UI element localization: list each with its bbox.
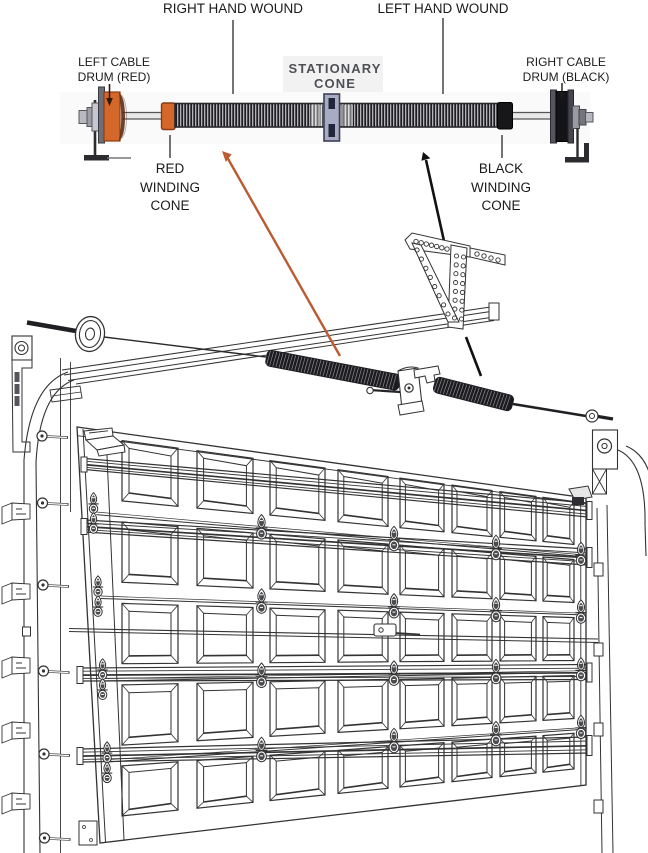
svg-text:RIGHT CABLE: RIGHT CABLE bbox=[526, 55, 606, 69]
svg-text:RED: RED bbox=[156, 161, 185, 176]
svg-text:CONE: CONE bbox=[150, 198, 189, 213]
svg-text:RIGHT HAND WOUND: RIGHT HAND WOUND bbox=[163, 1, 303, 16]
svg-text:WINDING: WINDING bbox=[471, 180, 531, 195]
svg-text:DRUM (BLACK): DRUM (BLACK) bbox=[523, 70, 610, 84]
svg-text:STATIONARY: STATIONARY bbox=[288, 61, 381, 76]
svg-text:DRUM (RED): DRUM (RED) bbox=[78, 70, 151, 84]
svg-text:CONE: CONE bbox=[481, 198, 520, 213]
svg-text:LEFT CABLE: LEFT CABLE bbox=[78, 55, 150, 69]
svg-text:WINDING: WINDING bbox=[140, 180, 200, 195]
svg-text:CONE: CONE bbox=[314, 76, 356, 91]
svg-text:BLACK: BLACK bbox=[479, 161, 523, 176]
svg-text:LEFT HAND WOUND: LEFT HAND WOUND bbox=[377, 1, 508, 16]
